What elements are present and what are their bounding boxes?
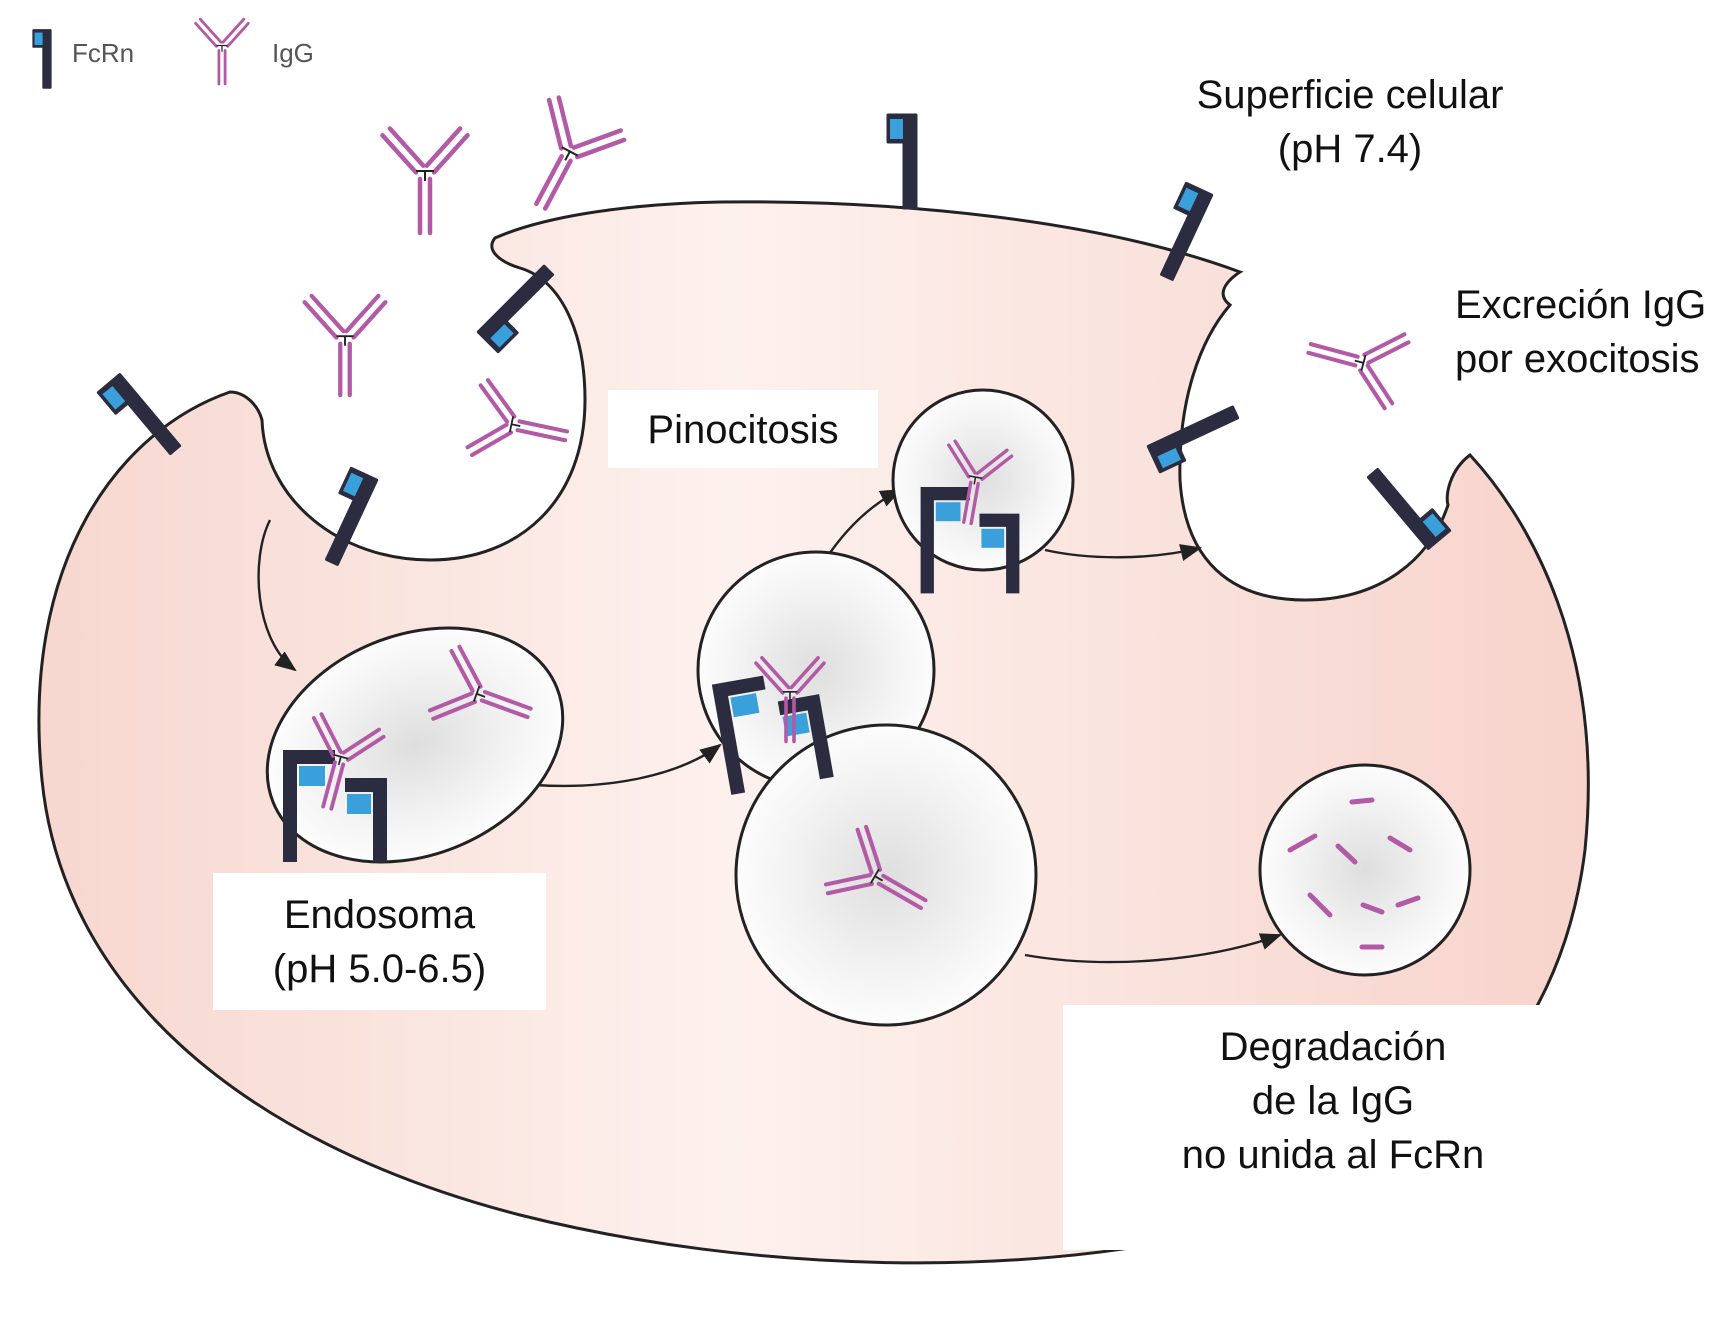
fcrn-exocytosis-2: [1366, 468, 1452, 550]
igg-pit-1: [302, 293, 388, 398]
excretion-label: Excreción IgG por exocitosis: [1455, 278, 1722, 386]
igg-pit-2: [465, 378, 570, 458]
fcrn-pit-2: [325, 466, 379, 566]
igg-endosome-bound: [311, 712, 386, 811]
fcrn-igg-complex-recycling: [920, 487, 1020, 594]
arrow-to-recycling: [824, 488, 902, 561]
legend-fcrn-icon: [32, 29, 52, 89]
fcrn-igg-complex-sorting: [711, 675, 834, 795]
igg-excreted: [1306, 332, 1411, 411]
degradation-label-line-1: Degradación: [1219, 1025, 1447, 1069]
legend-fcrn-label: FcRn: [72, 38, 135, 68]
sorting-vesicle-bottom: [734, 723, 1038, 1027]
arrow-to-exocytosis: [1044, 544, 1203, 561]
fcrn-surface-1: [886, 113, 918, 210]
fcrn-exocytosis-1: [1146, 405, 1240, 474]
lysosome-vesicle: [1258, 763, 1472, 977]
igg-sorting-bound: [754, 656, 826, 744]
arrow-to-lysosome: [1024, 933, 1283, 964]
igg-sorting-free: [823, 824, 928, 911]
endosome-label-line-2: (pH 5.0-6.5): [272, 947, 487, 991]
fcrn-igg-complex-endosome: [283, 750, 387, 862]
legend-igg-label: IgG: [272, 38, 314, 68]
igg-free-1: [380, 126, 470, 236]
fcrn-surface-2: [1160, 181, 1214, 281]
degradation-label-line-2: de la IgG: [1251, 1079, 1415, 1123]
igg-free-2: [534, 95, 627, 211]
fcrn-cell-left: [96, 373, 182, 455]
endosome-label: Endosoma (pH 5.0-6.5): [213, 888, 546, 996]
arrow-to-endosome: [257, 519, 297, 672]
fcrn-pit-1: [476, 264, 555, 354]
igg-endosome-free: [427, 644, 533, 721]
endosome-label-line-1: Endosoma: [283, 893, 476, 937]
surface-label-line-2: (pH 7.4): [1277, 127, 1423, 171]
surface-label: Superficie celular (pH 7.4): [1150, 68, 1550, 176]
endosome-vesicle: [265, 626, 565, 864]
degradation-label-line-3: no unida al FcRn: [1181, 1133, 1485, 1177]
arrow-to-sorting: [534, 743, 722, 788]
legend-igg-icon: [194, 17, 250, 86]
surface-label-line-1: Superficie celular: [1196, 73, 1504, 117]
excretion-label-line-1: Excreción IgG: [1455, 283, 1707, 327]
igg-recycling-bound: [947, 439, 1014, 526]
degraded-igg-fragments: [1287, 797, 1421, 950]
excretion-label-line-2: por exocitosis: [1455, 337, 1700, 381]
degradation-label: Degradación de la IgG no unida al FcRn: [1063, 1020, 1603, 1182]
pinocytosis-label: Pinocitosis: [647, 408, 839, 452]
